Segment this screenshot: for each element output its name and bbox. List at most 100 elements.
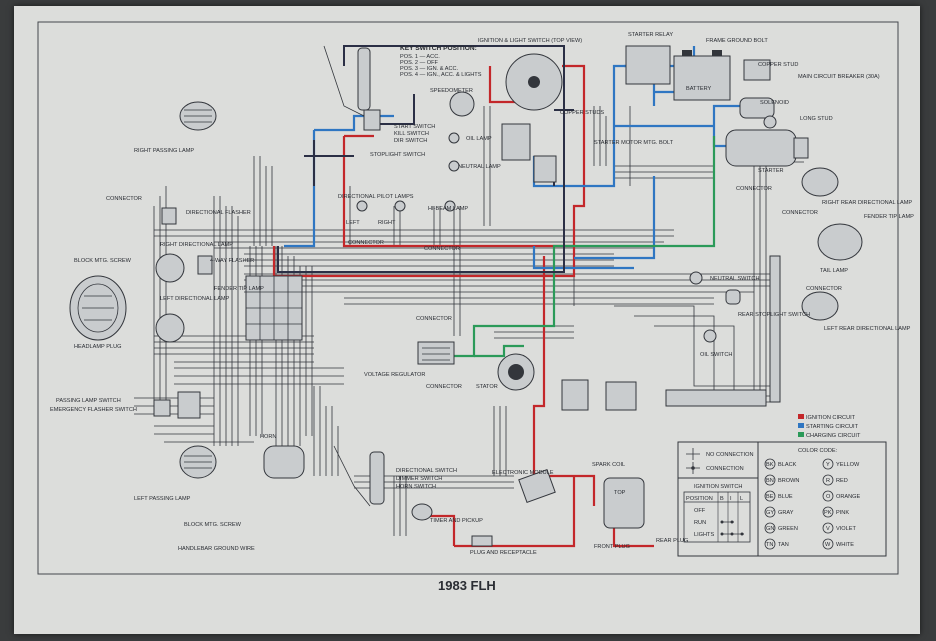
legend-starting-circuit: STARTING CIRCUIT — [806, 424, 859, 430]
handlebar-left — [333, 445, 385, 507]
color-name-pink: PINK — [836, 510, 849, 516]
label-directional-pilot-lamps: DIRECTIONAL PILOT LAMPS — [338, 194, 414, 200]
label-connector-mid2: CONNECTOR — [424, 246, 460, 252]
label-connector-tail: CONNECTOR — [806, 286, 842, 292]
pilot-lamps-icons — [356, 132, 460, 212]
label-connector-starter: CONNECTOR — [736, 186, 772, 192]
color-code-bn: BN — [766, 478, 774, 484]
color-name-violet: VIOLET — [836, 526, 856, 532]
label-starter: STARTER — [758, 168, 784, 174]
label-spark-coil: SPARK COIL — [592, 462, 625, 468]
diagram-border — [37, 21, 899, 575]
ignition-table-heading: IGNITION SWITCH — [694, 484, 742, 490]
label-starter-motor-mtg-bolt: STARTER MOTOR MTG. BOLT — [594, 140, 674, 146]
wiring-harness — [134, 106, 804, 536]
label-battery: BATTERY — [686, 86, 712, 92]
label-directional-switch: DIRECTIONAL SWITCH — [396, 468, 457, 474]
ignition-circuit-wires — [272, 64, 654, 548]
label-stoplight-switch: STOPLIGHT SWITCH — [370, 152, 425, 158]
label-neutral-switch: NEUTRAL SWITCH — [710, 276, 760, 282]
color-code-bk: BK — [766, 462, 774, 468]
label-tail-lamp: TAIL LAMP — [820, 268, 848, 274]
ignition-row-lights: LIGHTS — [694, 532, 714, 538]
front-directional-lamps-icons — [155, 253, 185, 343]
label-emergency-flasher-switch: EMERGENCY FLASHER SWITCH — [50, 407, 137, 413]
color-code-entry: BK BLACK Y YELLOW — [764, 458, 860, 470]
label-main-circuit-breaker: MAIN CIRCUIT BREAKER (30A) — [798, 74, 880, 80]
color-name-orange: ORANGE — [836, 494, 861, 500]
label-hi-beam-lamp: HI-BEAM LAMP — [428, 206, 468, 212]
ignition-col-position: POSITION — [686, 496, 713, 502]
label-handlebar-ground-wire: HANDLEBAR GROUND WIRE — [178, 546, 255, 552]
solenoid-icon — [739, 97, 777, 129]
label-top: TOP — [614, 490, 626, 496]
legend-swatch-starting — [798, 423, 804, 428]
label-rear-stoplight-switch: REAR STOPLIGHT SWITCH — [738, 312, 810, 318]
color-code-entry: GY GRAY PK PINK — [764, 506, 849, 518]
label-connector-rear: CONNECTOR — [782, 210, 818, 216]
color-code-entry: BE BLUE O ORANGE — [764, 490, 861, 502]
electronic-module-icon — [518, 468, 556, 504]
label-voltage-regulator: VOLTAGE REGULATOR — [364, 372, 425, 378]
color-name-brown: BROWN — [778, 478, 799, 484]
ignition-switch-table: IGNITION SWITCH POSITION B I L OFF RUN L… — [683, 484, 751, 543]
color-code: COLOR CODE: BK BLACK Y YELLOW BN BROWN R… — [764, 448, 861, 550]
label-passing-lamp-switch: PASSING LAMP SWITCH — [56, 398, 121, 404]
wiring-diagram-sheet: KEY SWITCH POSITION: POS. 1 — ACC. POS. … — [14, 6, 920, 634]
key-panel: NO CONNECTION CONNECTION IGNITION SWITCH… — [677, 441, 887, 557]
label-connector-front: CONNECTOR — [106, 196, 142, 202]
label-left-rear-directional-lamp: LEFT REAR DIRECTIONAL LAMP — [824, 326, 911, 332]
oil-switch-icon — [703, 329, 717, 343]
label-connection: CONNECTION — [706, 466, 744, 472]
connection-key: NO CONNECTION CONNECTION — [686, 448, 754, 474]
circuit-breaker-icon — [743, 59, 771, 81]
ignition-col-l: L — [740, 496, 743, 502]
label-pilot-right: RIGHT — [378, 220, 396, 226]
color-code-o: O — [826, 494, 831, 500]
key-switch-pos-2: POS. 2 — OFF — [400, 60, 439, 66]
color-code-entry: GN GREEN V VIOLET — [764, 522, 856, 534]
rear-harness-icon — [665, 255, 781, 407]
label-no-connection: NO CONNECTION — [706, 452, 754, 458]
label-oil-switch: OIL SWITCH — [700, 352, 732, 358]
label-solenoid: SOLENOID — [760, 100, 789, 106]
key-switch-pos-3: POS. 3 — IGN. & ACC. — [400, 66, 459, 72]
label-headlamp-plug: HEADLAMP PLUG — [74, 344, 121, 350]
label-stator: STATOR — [476, 384, 498, 390]
handlebar-right — [323, 45, 381, 131]
label-start-switch: START SWITCH — [394, 124, 435, 130]
headlamp-icon — [69, 275, 127, 341]
color-name-blue: BLUE — [778, 494, 793, 500]
color-code-pk: PK — [824, 510, 832, 516]
color-name-yellow: YELLOW — [836, 462, 860, 468]
key-switch-heading: KEY SWITCH POSITION: — [400, 45, 477, 52]
fuse-block-icon — [245, 275, 303, 341]
color-name-green: GREEN — [778, 526, 798, 532]
color-code-heading: COLOR CODE: — [798, 448, 838, 454]
label-left-directional-lamp: LEFT DIRECTIONAL LAMP — [160, 296, 230, 302]
neutral-switch-icon — [689, 271, 703, 285]
circuit-legend: IGNITION CIRCUIT STARTING CIRCUIT CHARGI… — [798, 414, 861, 439]
color-name-tan: TAN — [778, 542, 789, 548]
voltage-regulator-icon — [417, 341, 455, 365]
label-right-passing-lamp: RIGHT PASSING LAMP — [134, 148, 194, 154]
color-code-tn: TN — [766, 542, 773, 548]
label-front-plug: FRONT PLUG — [594, 544, 630, 550]
starter-motor-icon — [725, 129, 809, 167]
legend-swatch-ignition — [798, 414, 804, 419]
diagram-title: 1983 FLH — [438, 578, 496, 593]
label-plug-and-receptacle: PLUG AND RECEPTACLE — [470, 550, 537, 556]
label-oil-lamp: OIL LAMP — [466, 136, 492, 142]
speedometer-icon — [449, 91, 475, 117]
flasher-icon — [161, 207, 213, 275]
legend-ignition-circuit: IGNITION CIRCUIT — [806, 415, 856, 421]
starter-relay-icon — [625, 45, 671, 85]
label-directional-flasher: DIRECTIONAL FLASHER — [186, 210, 251, 216]
label-block-mtg-screw-top: BLOCK MTG. SCREW — [74, 258, 132, 264]
label-ignition-light-switch: IGNITION & LIGHT SWITCH (TOP VIEW) — [478, 38, 582, 44]
color-name-gray: GRAY — [778, 510, 794, 516]
horn-icon — [263, 445, 305, 479]
color-name-white: WHITE — [836, 542, 854, 548]
label-timer-and-pickup: TIMER AND PICKUP — [430, 518, 483, 524]
label-right-rear-directional-lamp: RIGHT REAR DIRECTIONAL LAMP — [822, 200, 912, 206]
